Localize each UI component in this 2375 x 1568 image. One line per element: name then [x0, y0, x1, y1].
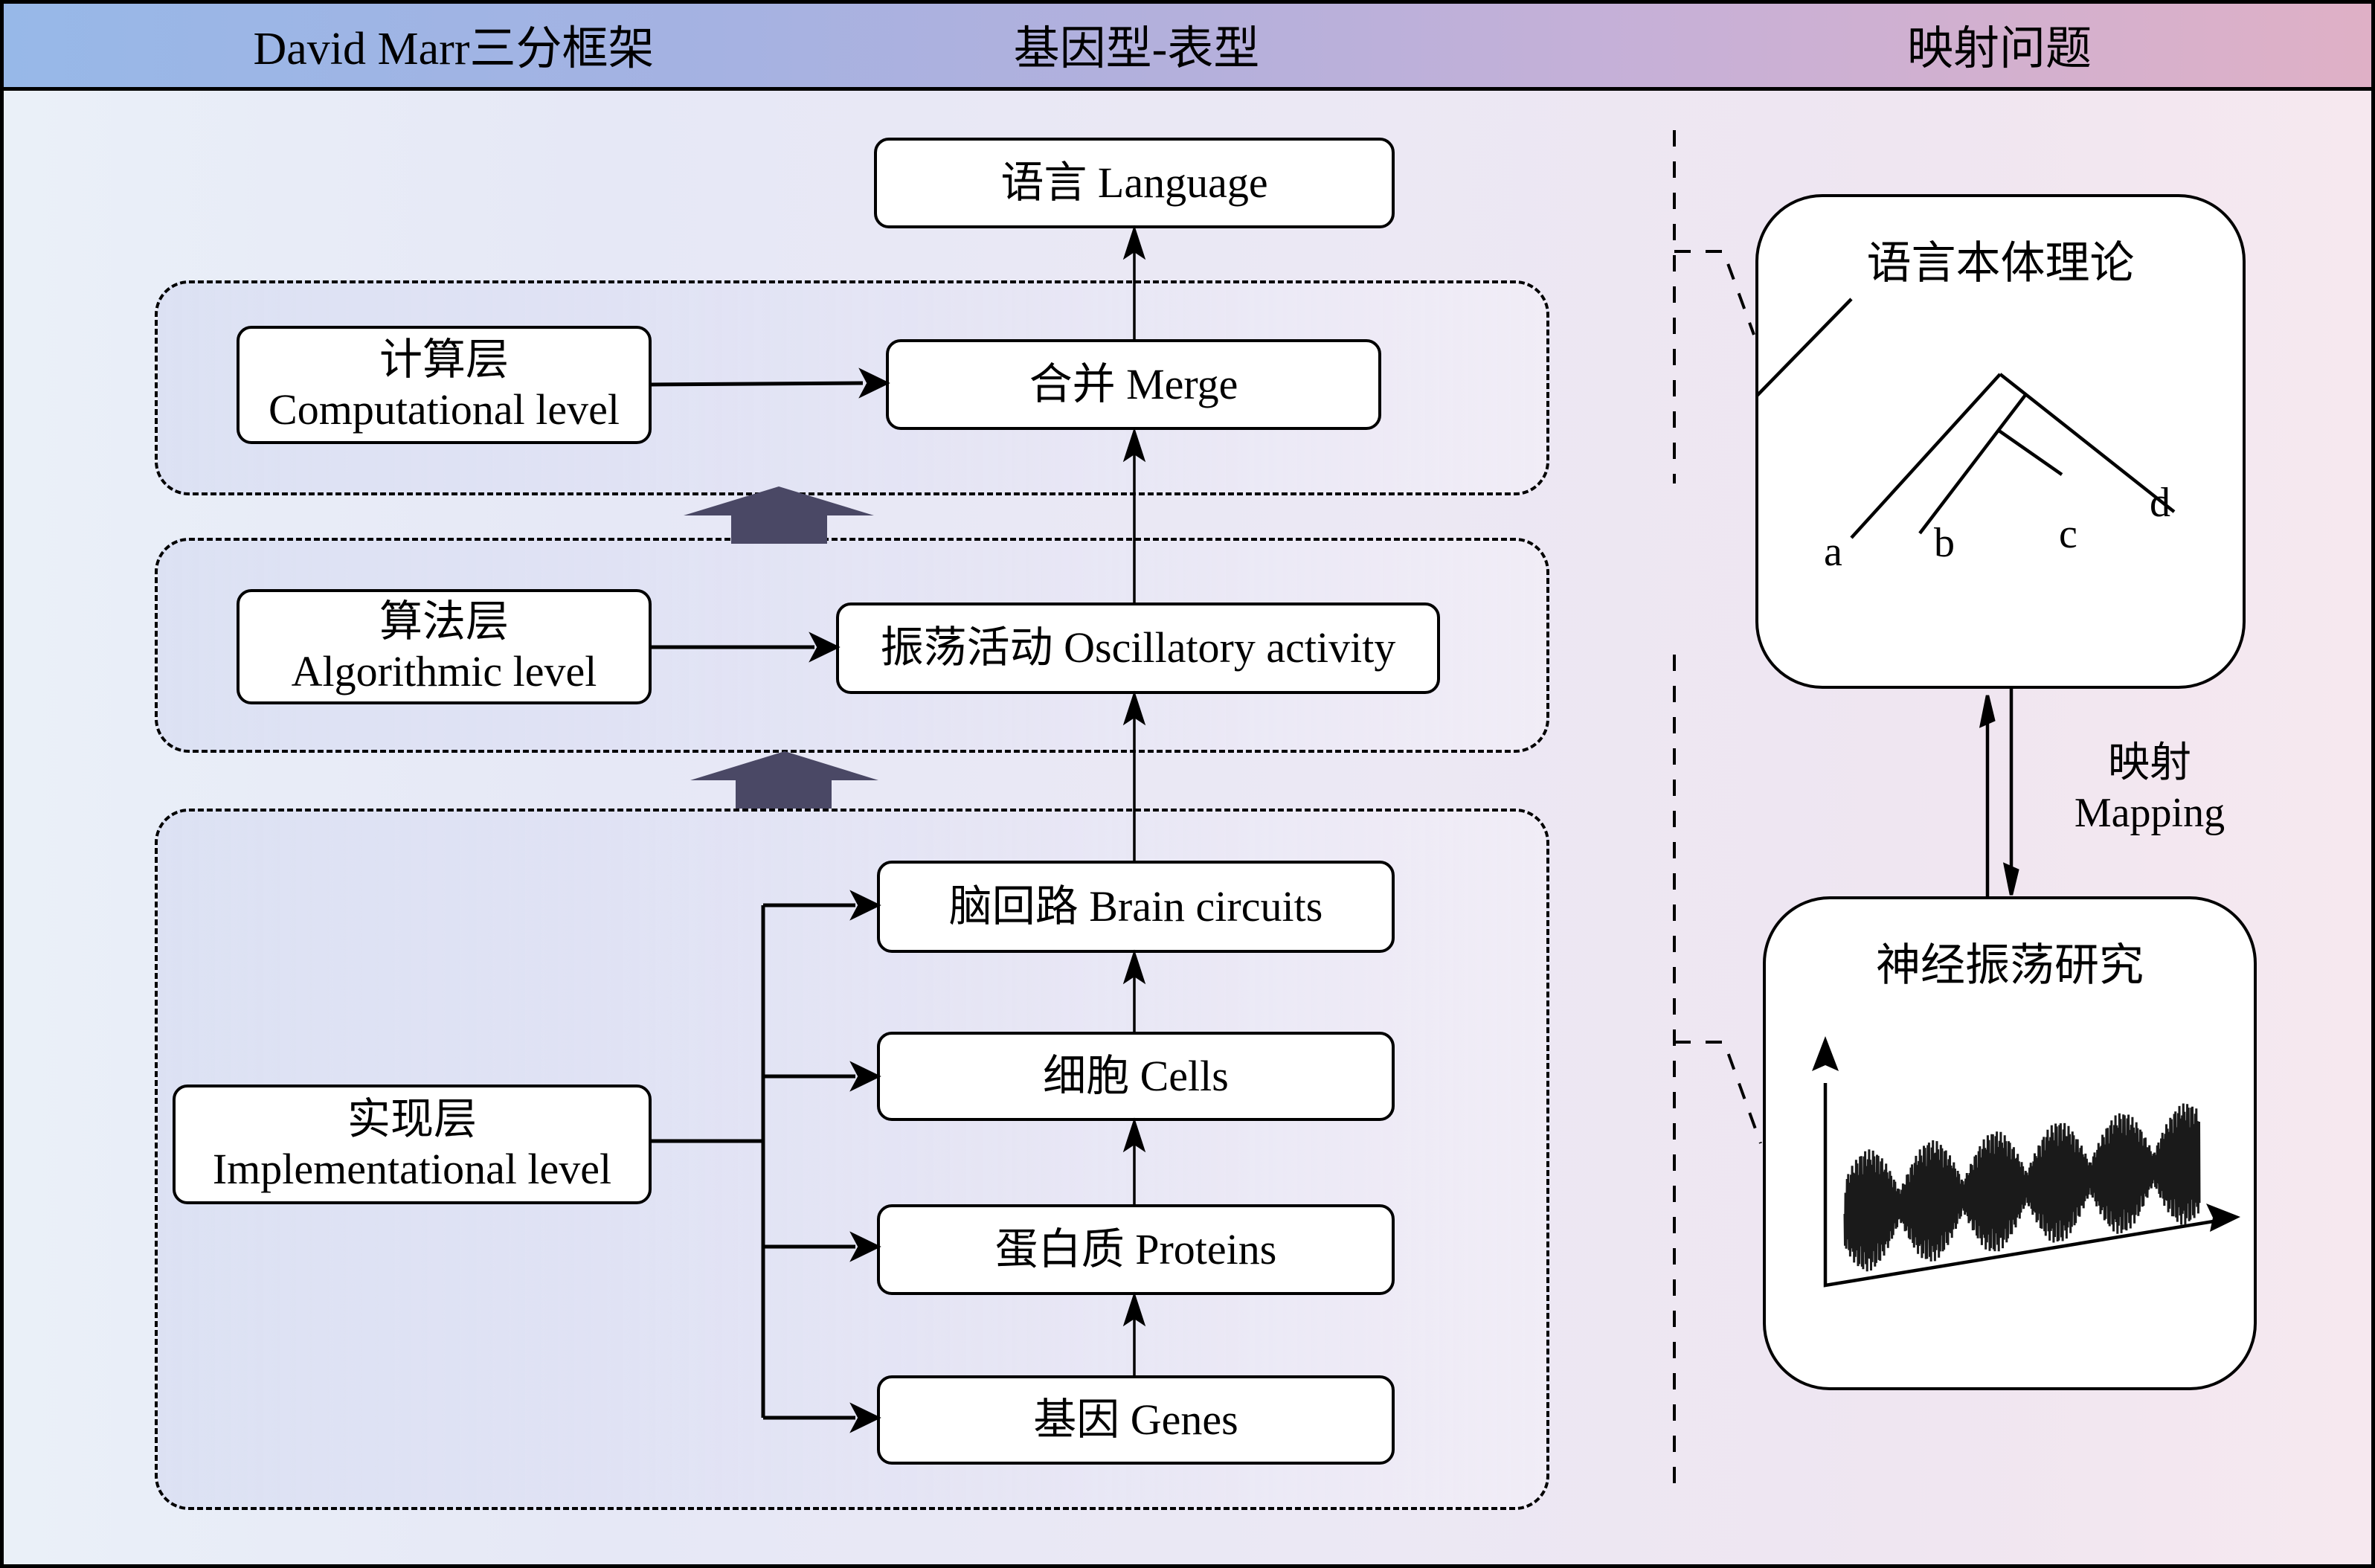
implementational-zh: 实现层: [347, 1094, 477, 1143]
cells-box: 细胞 Cells: [877, 1032, 1395, 1121]
tree-leaf-b: b: [1934, 520, 1955, 566]
tree-leaf-a: a: [1824, 529, 1842, 575]
implementational-en: Implementational level: [212, 1144, 612, 1193]
oscillatory-activity-box: 振荡活动 Oscillatory activity: [836, 603, 1440, 694]
mapping-label-en: Mapping: [2074, 790, 2225, 836]
computational-en: Computational level: [269, 385, 620, 434]
header-marr-framework: David Marr三分框架: [253, 24, 655, 74]
header-mapping-problem: 映射问题: [1906, 24, 2092, 74]
language-ontology-box: 语言本体理论: [1755, 194, 2246, 689]
brain-circuits-box: 脑回路 Brain circuits: [877, 861, 1395, 953]
algorithmic-en: Algorithmic level: [291, 646, 597, 695]
language-ontology-title: 语言本体理论: [1866, 239, 2135, 288]
tree-leaf-d: d: [2150, 480, 2170, 526]
header-genotype-phenotype: 基因型-表型: [1013, 24, 1260, 74]
computational-zh: 计算层: [379, 335, 509, 384]
tree-leaf-c: c: [2059, 511, 2077, 557]
header-bar: David Marr三分框架 基因型-表型 映射问题: [0, 0, 2375, 91]
mapping-label-zh: 映射: [2108, 740, 2191, 786]
proteins-box: 蛋白质 Proteins: [877, 1204, 1395, 1295]
merge-box: 合并 Merge: [886, 339, 1381, 430]
genes-box: 基因 Genes: [877, 1375, 1395, 1465]
algorithmic-zh: 算法层: [379, 597, 509, 646]
language-box: 语言 Language: [874, 138, 1395, 228]
neural-oscillation-box: 神经振荡研究: [1763, 896, 2257, 1390]
neural-oscillation-title: 神经振荡研究: [1876, 941, 2144, 990]
